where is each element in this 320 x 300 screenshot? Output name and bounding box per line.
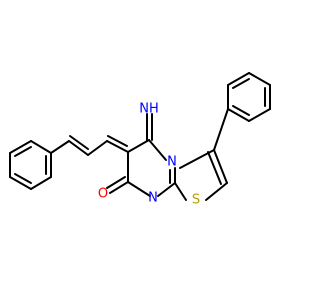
- atom-labels: NH N O N S: [98, 102, 200, 208]
- bond: [109, 181, 129, 194]
- bond: [14, 146, 32, 157]
- bond: [174, 182, 187, 201]
- bond: [227, 108, 250, 122]
- bond: [127, 181, 151, 197]
- bond: [213, 108, 229, 151]
- bond: [87, 140, 108, 156]
- bond: [157, 182, 176, 197]
- bond: [50, 140, 70, 154]
- bond: [14, 173, 32, 184]
- bond: [248, 108, 271, 122]
- bonds: [9, 72, 271, 201]
- bond: [30, 140, 52, 154]
- bond: [205, 182, 228, 201]
- bond: [248, 72, 271, 86]
- bond: [207, 151, 222, 185]
- ring-nitrogen-label: N: [167, 155, 177, 170]
- bond: [179, 149, 215, 169]
- sulfur-label: S: [192, 193, 200, 208]
- amidine-nitrogen-label: N: [148, 191, 158, 206]
- bond: [106, 176, 126, 189]
- bond: [227, 72, 250, 86]
- bond: [127, 139, 150, 153]
- bond: [30, 176, 52, 190]
- molecule-drawing: NH N O N S: [9, 72, 271, 208]
- bond: [106, 140, 129, 153]
- bond: [107, 135, 128, 147]
- bond: [213, 149, 228, 184]
- bond: [232, 78, 250, 89]
- bond: [9, 140, 32, 154]
- bond: [232, 105, 250, 116]
- structure-canvas: NH N O N S: [9, 72, 271, 208]
- carbonyl-oxygen-label: O: [98, 187, 108, 202]
- bond: [68, 140, 89, 156]
- bond: [69, 135, 89, 150]
- imine-nh-label: NH: [139, 102, 159, 117]
- bond: [148, 139, 167, 161]
- bond: [9, 176, 32, 190]
